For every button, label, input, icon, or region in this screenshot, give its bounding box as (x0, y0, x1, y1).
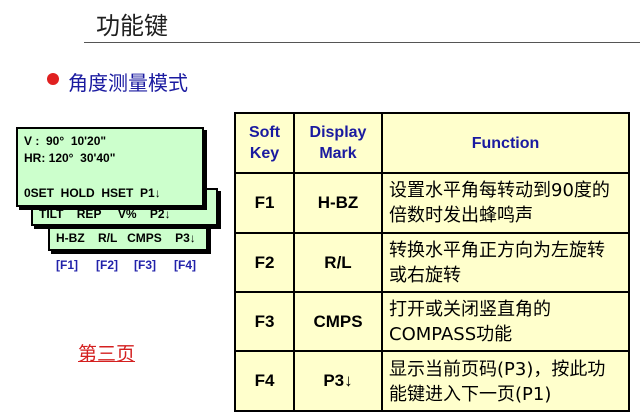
fkey-f3-label: [F3] (134, 258, 156, 272)
row-f4-mark: P3↓ (323, 371, 353, 390)
header-display-mark: Display Mark (309, 124, 367, 162)
page-title: 功能键 (96, 12, 168, 40)
fkey-f4-label: [F4] (174, 258, 196, 272)
row-f3-mark: CMPS (313, 311, 363, 331)
row-f2-mark: R/L (324, 252, 352, 272)
row-f1-function: 设置水平角每转动到90度的倍数时发出蜂鸣声 (389, 180, 610, 226)
lcd-softkey-row-p3: H-BZ R/L CMPS P3↓ (56, 231, 196, 245)
lcd-softkey-row-p2: TILT REP V% P2↓ (39, 207, 171, 221)
row-f1-key: F1 (254, 193, 275, 212)
header-soft-key: Soft Key (248, 124, 281, 162)
fkey-f2-label: [F2] (96, 258, 118, 272)
lcd-screen-page1: V : 90° 10'20" HR: 120° 30'40" 0SET HOLD… (16, 127, 204, 207)
section-subtitle: 角度测量模式 (68, 71, 188, 95)
row-f4-function: 显示当前页码(P3)，按此功能键进入下一页(P1) (389, 359, 606, 405)
row-f2-function: 转换水平角正方向为左旋转或右旋转 (389, 239, 605, 286)
row-f3-key: F3 (254, 311, 275, 331)
header-function: Function (471, 134, 540, 152)
row-f3-function: 打开或关闭竖直角的COMPASS功能 (389, 298, 551, 345)
title-divider (84, 42, 640, 43)
lcd-horizontal-angle: HR: 120° 30'40" (24, 151, 116, 165)
row-f4-key: F4 (254, 371, 275, 390)
lcd-vertical-angle: V : 90° 10'20" (24, 134, 107, 148)
row-f2-key: F2 (254, 252, 275, 272)
bullet-icon (47, 73, 59, 85)
page-indicator-label: 第三页 (78, 343, 136, 365)
lcd-softkey-row-p1: 0SET HOLD HSET P1↓ (24, 186, 161, 200)
row-f1-mark: H-BZ (317, 193, 359, 212)
function-key-table: Soft Key Display Mark Function F1 H-BZ 设… (234, 112, 630, 412)
fkey-f1-label: [F1] (56, 258, 78, 272)
